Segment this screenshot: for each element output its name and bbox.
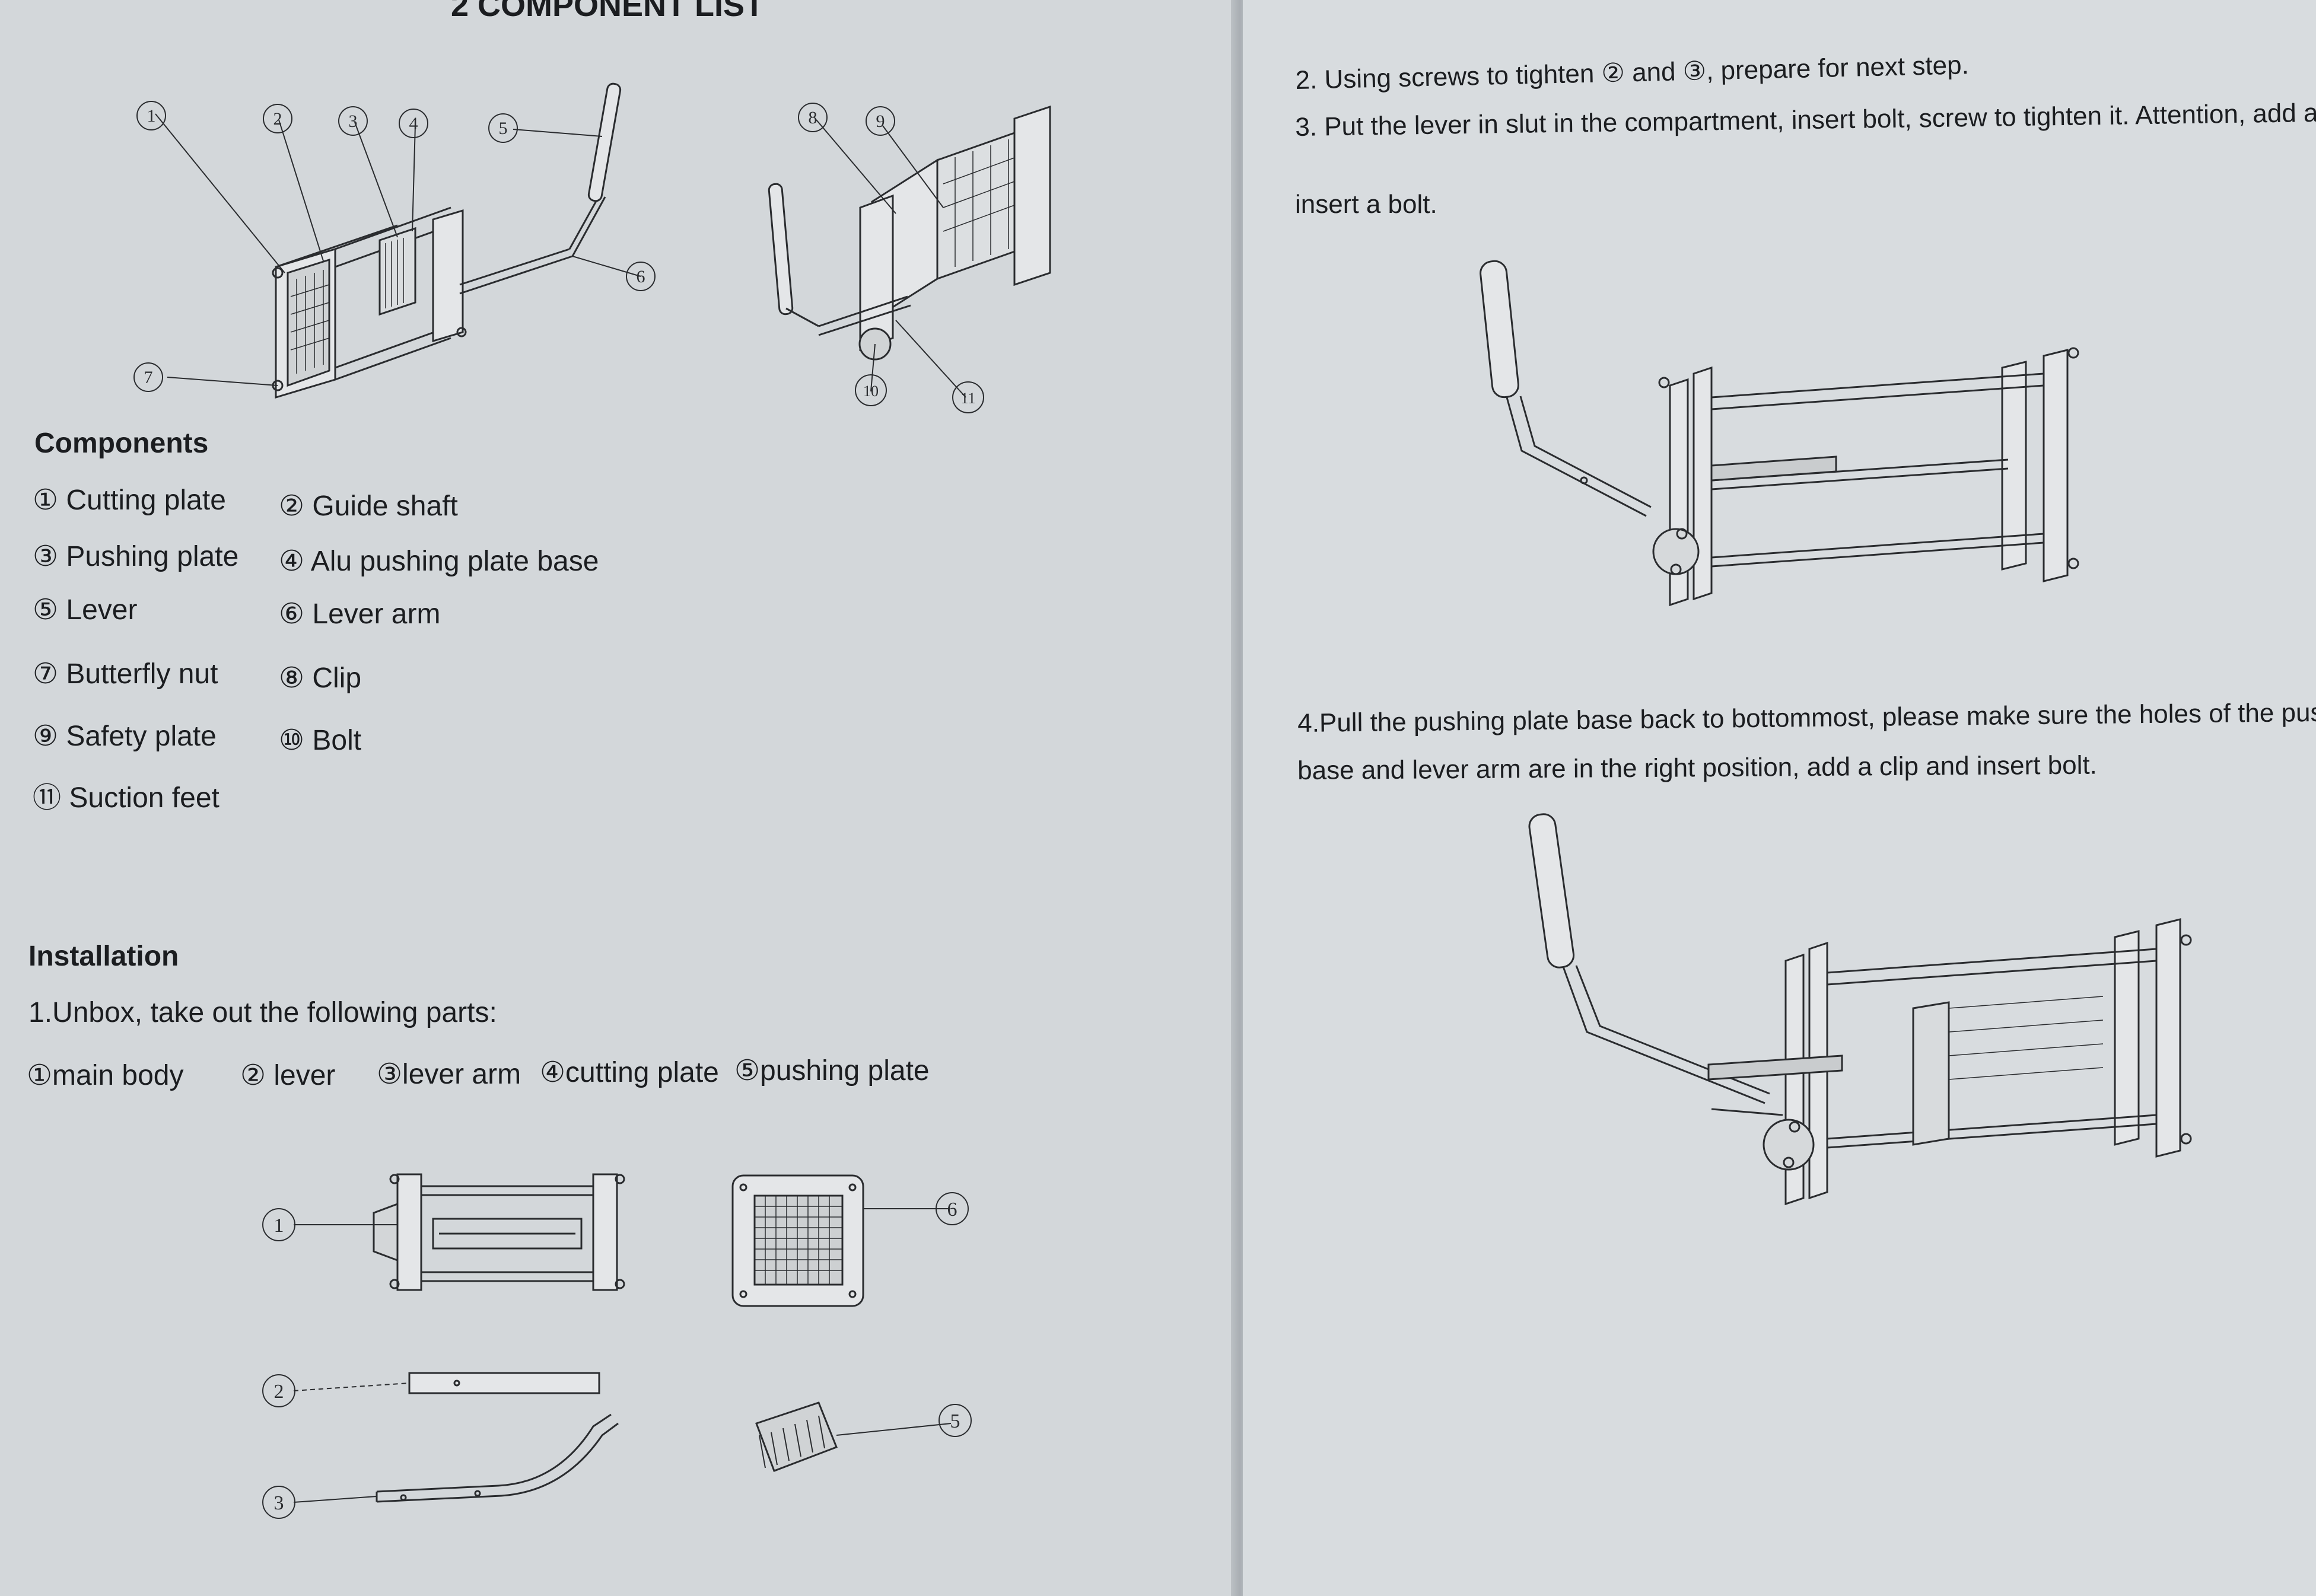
component-item: ⑦ Butterfly nut [33, 658, 218, 690]
component-item: ⑤ Lever [33, 594, 138, 626]
callout-2: 2 [273, 109, 282, 129]
part-lever-arm: ③lever arm [377, 1059, 521, 1090]
step-3-illustration [1480, 255, 2133, 623]
callout-5: 5 [499, 119, 508, 138]
part-lever: ② lever [240, 1060, 336, 1091]
callout-4: 4 [409, 114, 418, 133]
component-item: ② Guide shaft [279, 490, 458, 522]
parts-callout-6: 6 [947, 1199, 957, 1221]
installation-heading: Installation [28, 941, 179, 972]
right-page: 2. Using screws to tighten ② and ③, prep… [1243, 0, 2316, 1596]
callout-11: 11 [960, 390, 975, 407]
install-step-3-line-1: 3. Put the lever in slut in the compartm… [1295, 97, 2316, 142]
part-cutting-plate: ④cutting plate [540, 1057, 719, 1088]
step-4-illustration [1534, 807, 2245, 1210]
callout-1: 1 [147, 106, 156, 126]
callout-8: 8 [809, 108, 817, 128]
install-step-4-line-2: base and lever arm are in the right posi… [1297, 750, 2097, 785]
callout-3: 3 [349, 112, 358, 131]
component-item: ⑪ Suction feet [33, 782, 219, 814]
install-step-3-line-2: insert a bolt. [1295, 190, 1437, 219]
install-step-2: 2. Using screws to tighten ② and ③, prep… [1295, 50, 1970, 95]
component-item: ⑩ Bolt [279, 725, 362, 756]
component-item: ④ Alu pushing plate base [279, 546, 599, 577]
part-main-body: ①main body [27, 1060, 184, 1091]
parts-diagram: 1 6 2 5 3 [249, 1162, 991, 1542]
component-item: ① Cutting plate [33, 485, 226, 516]
part-pushing-plate: ⑤pushing plate [734, 1055, 930, 1087]
left-page: 2 COMPONENT LIST [27, 0, 1062, 1542]
component-item: ③ Pushing plate [33, 541, 239, 572]
component-item: ⑥ Lever arm [279, 598, 441, 630]
rear-view-diagram: 8 9 10 11 [753, 83, 1062, 415]
parts-callout-2: 2 [274, 1381, 284, 1403]
section-title: 2 COMPONENT LIST [451, 0, 765, 23]
callout-10: 10 [863, 383, 879, 400]
callout-9: 9 [876, 112, 885, 131]
parts-callout-3: 3 [274, 1492, 284, 1514]
parts-callout-5: 5 [950, 1410, 960, 1432]
install-step-4-line-1: 4.Pull the pushing plate base back to bo… [1297, 697, 2316, 738]
components-heading: Components [34, 428, 209, 459]
callout-7: 7 [144, 368, 153, 387]
parts-callout-1: 1 [274, 1215, 284, 1237]
component-item: ⑨ Safety plate [33, 721, 217, 752]
install-step-1: 1.Unbox, take out the following parts: [28, 997, 497, 1028]
component-item: ⑧ Clip [279, 662, 362, 694]
assembled-cutter-diagram: 1 2 3 4 5 6 7 [119, 71, 682, 403]
callout-6: 6 [637, 267, 645, 286]
